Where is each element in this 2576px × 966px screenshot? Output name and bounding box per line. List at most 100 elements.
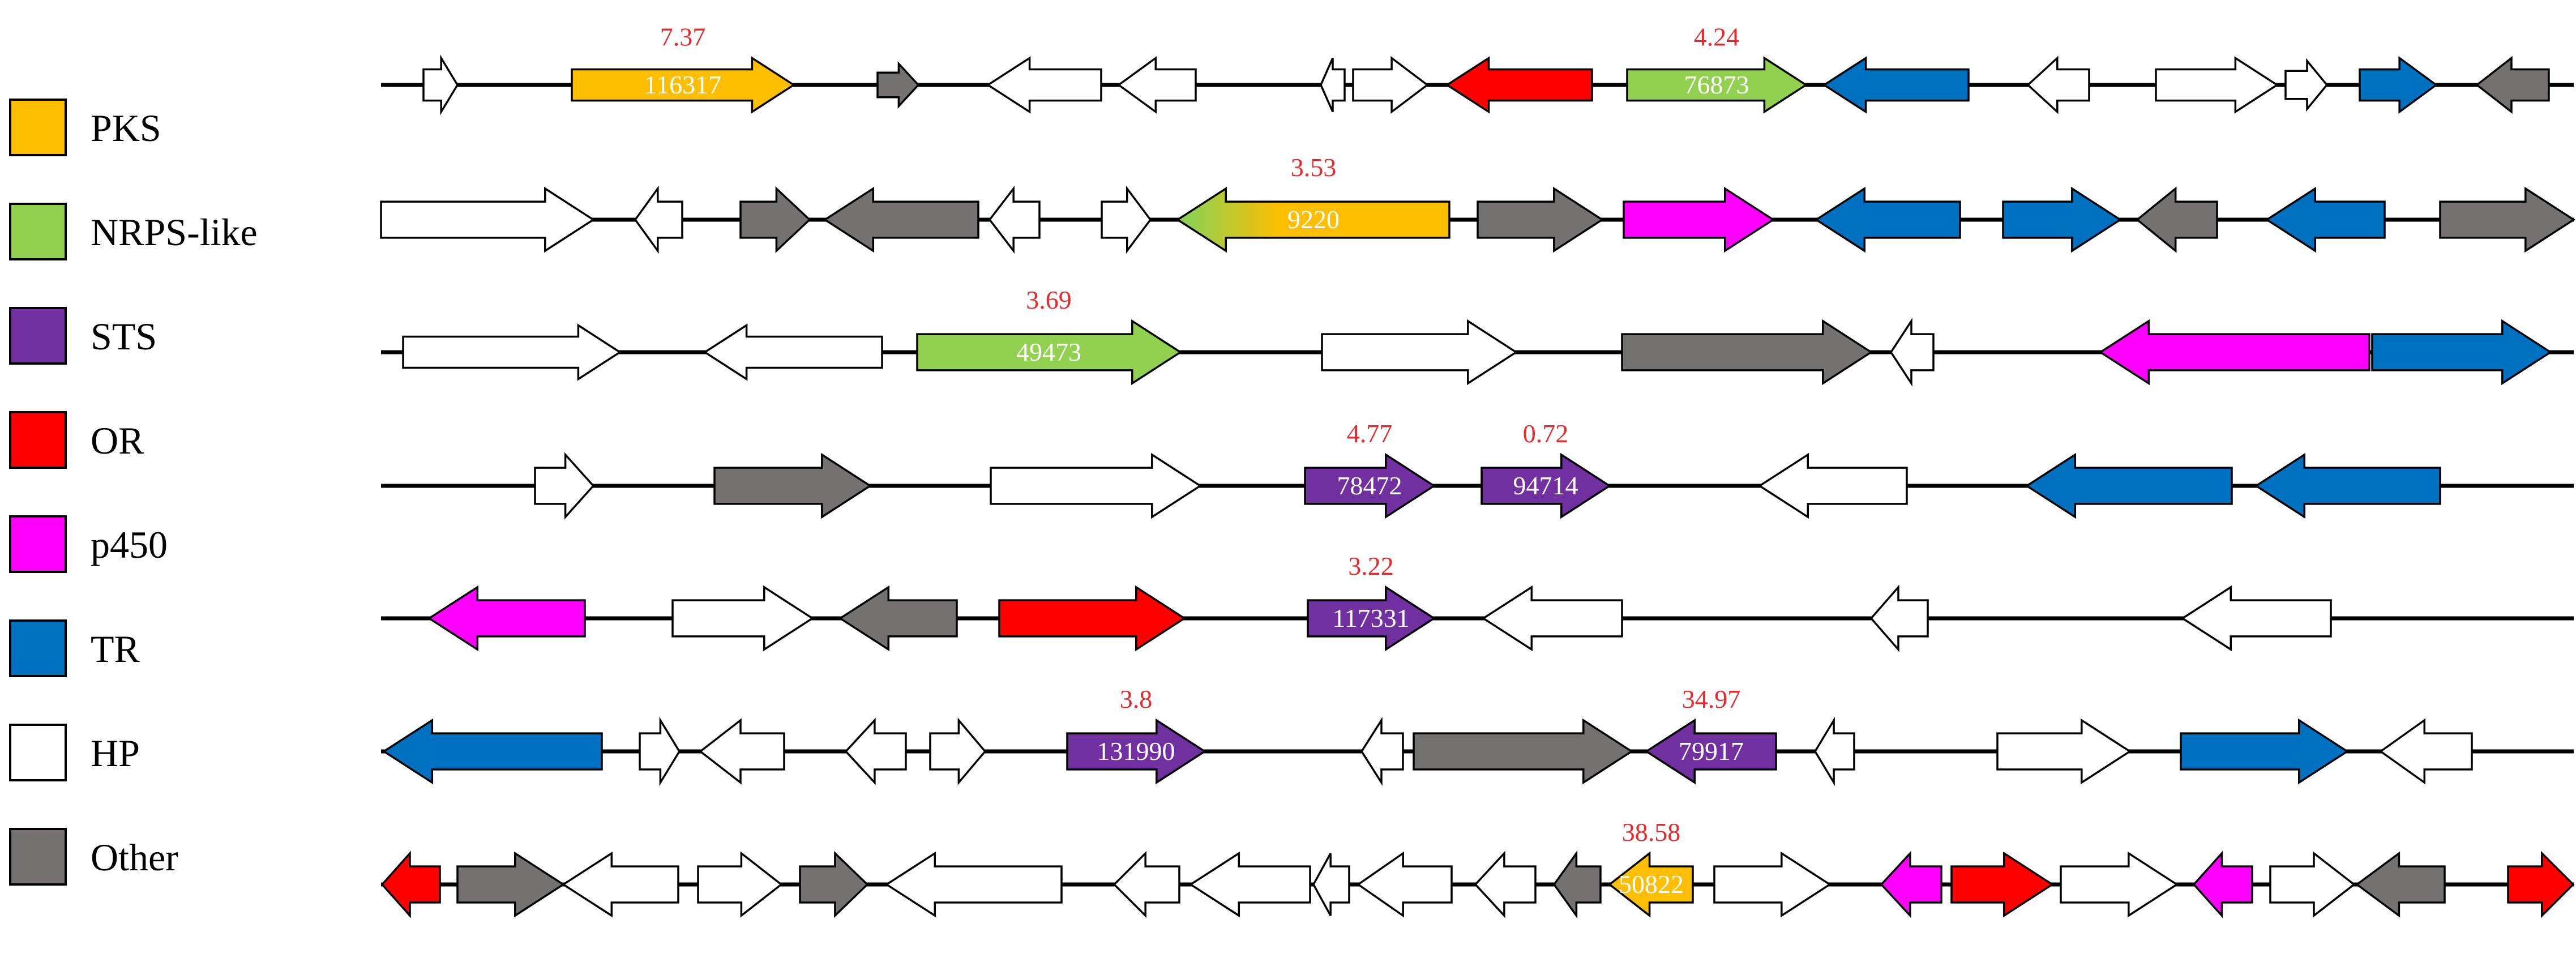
- gene-arrow-hp: [1188, 851, 1311, 918]
- legend-swatch: [9, 828, 67, 886]
- gene-arrow-shape: [1312, 853, 1350, 916]
- gene-arrow-shape: [699, 718, 785, 785]
- gene-id-label: 49473: [1016, 337, 1081, 366]
- gene-arrow-shape: [1352, 55, 1429, 114]
- gene-arrow-shape: [1474, 850, 1537, 918]
- gene-arrow-shape: [422, 54, 459, 116]
- gene-arrow-shape: [988, 185, 1041, 254]
- gene-arrow-tr: [1814, 186, 1961, 253]
- legend-swatch: [9, 203, 67, 260]
- gene-arrow-shape: [1445, 56, 1593, 114]
- gene-arrow-hp: [671, 585, 815, 652]
- gene-arrow-other: [1621, 319, 1873, 386]
- gene-arrow-or: [1950, 851, 2055, 918]
- gene-arrow-hp: [884, 851, 1063, 918]
- gene-arrow-hp: [1713, 851, 1832, 918]
- gene-arrow-tr: [2025, 452, 2233, 519]
- gene-arrow-hp: [699, 718, 785, 785]
- gene-arrow-other: [823, 186, 979, 253]
- gene-arrow-hp: [1117, 56, 1197, 114]
- legend-item-hp: HP: [9, 724, 140, 781]
- gene-arrow-shape: [1117, 56, 1197, 114]
- gene-arrow-shape: [998, 585, 1187, 652]
- legend-swatch: [9, 619, 67, 677]
- gene-arrow-hp: [2026, 55, 2090, 114]
- gene-arrow-shape: [2155, 56, 2279, 114]
- gene-arrow-tr: [2002, 186, 2123, 253]
- legend-item-pks: PKS: [9, 99, 161, 156]
- gene-arrow-shape: [1356, 851, 1453, 918]
- gene-arrow-hp: [1112, 850, 1180, 918]
- gene-arrow-hp: [986, 56, 1102, 114]
- gene-arrow-tr: [382, 718, 603, 785]
- gene-arrow-shape: [1413, 718, 1634, 785]
- gene-arrow-shape: [2192, 850, 2253, 918]
- legend-swatch: [9, 307, 67, 365]
- gene-arrow-other: [2475, 55, 2550, 114]
- gene-arrow-shape: [1480, 452, 1612, 519]
- expression-value-label: 4.77: [1347, 419, 1393, 448]
- gene-arrow-shape: [1822, 56, 1970, 114]
- legend-swatch: [9, 724, 67, 781]
- gene-arrow-shape: [1713, 851, 1832, 918]
- gene-arrow-shape: [2060, 851, 2179, 918]
- gene-arrow-shape: [2180, 585, 2332, 652]
- gene-arrow-shape: [1477, 186, 1604, 253]
- gene-arrow-or: [380, 850, 441, 918]
- gene-arrow-shape: [986, 56, 1102, 114]
- gene-arrow-shape: [1869, 584, 1929, 652]
- gene-tracks: 1163177.37768734.2492203.53494733.697847…: [380, 23, 2576, 919]
- gene-arrow-shape: [380, 186, 596, 253]
- gene-arrow-shape: [703, 323, 883, 381]
- expression-value-label: 3.53: [1291, 153, 1337, 182]
- gene-arrow-shape: [639, 716, 681, 787]
- gene-arrow-or: [998, 585, 1187, 652]
- legend-item-or: OR: [9, 411, 144, 469]
- gene-arrow-hp: [1996, 718, 2132, 785]
- expression-value-label: 34.97: [1682, 685, 1741, 713]
- gene-arrow-p450: [1880, 850, 1942, 918]
- gene-arrow-shape: [1552, 850, 1602, 919]
- gene-arrow-shape: [1188, 851, 1311, 918]
- gene-arrow-hp: [697, 851, 783, 918]
- gene-arrow-p450: [2098, 319, 2370, 386]
- gene-arrow-tr: [2265, 186, 2386, 253]
- gene-id-label: 79917: [1679, 737, 1744, 766]
- gene-arrow-shape: [2359, 56, 2438, 114]
- gene-arrow-other: [1552, 850, 1602, 919]
- gene-arrow-hp: [1356, 851, 1453, 918]
- expression-value-label: 0.72: [1523, 419, 1569, 448]
- gene-id-label: 50822: [1619, 870, 1684, 899]
- gene-arrow-hp: [634, 185, 683, 254]
- legend-item-other: Other: [9, 828, 178, 886]
- gene-arrow-shape: [2378, 718, 2473, 785]
- gene-arrow-hp: [402, 323, 622, 381]
- legend-label: PKS: [91, 106, 161, 149]
- gene-arrow-hp: [2060, 851, 2179, 918]
- gene-arrow-other: [713, 452, 872, 519]
- gene-id-label: 78472: [1337, 471, 1402, 500]
- gene-arrow-hp: [1320, 57, 1346, 113]
- gene-arrow-hp: [1481, 585, 1623, 652]
- gene-arrow-shape: [990, 452, 1203, 519]
- gene-arrow-shape: [1996, 718, 2132, 785]
- gene-id-label: 117331: [1332, 604, 1409, 632]
- gene-arrow-shape: [2507, 850, 2575, 918]
- gene-arrow-shape: [1320, 57, 1346, 113]
- legend-label: TR: [91, 627, 140, 670]
- gene-arrow-hp: [1352, 55, 1429, 114]
- gene-arrow-shape: [1814, 186, 1961, 253]
- legend-label: p450: [91, 523, 168, 566]
- gene-arrow-shape: [823, 186, 979, 253]
- gene-arrow-hp: [1813, 716, 1855, 787]
- gene-arrow-tr: [1822, 56, 1970, 114]
- gene-arrow-shape: [534, 452, 595, 520]
